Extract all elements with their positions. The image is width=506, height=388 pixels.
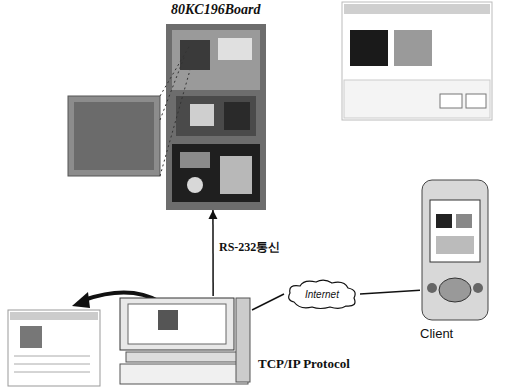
client-screenshot xyxy=(342,2,492,120)
connector-label: RS-232통신 xyxy=(217,239,282,256)
server-screenshot xyxy=(8,310,100,386)
display-photo xyxy=(68,45,190,176)
node-label: 80KC196Board xyxy=(171,2,260,18)
board-node: 80KC196Board xyxy=(165,2,267,210)
node-label: Client xyxy=(420,326,453,341)
node-label: Internet xyxy=(305,289,339,300)
monitor-shape xyxy=(118,296,252,352)
arrowhead xyxy=(208,210,217,219)
connector xyxy=(360,290,420,294)
internet-cloud: Internet xyxy=(284,278,360,310)
pc-node: TCP/IP Protocol xyxy=(118,296,252,352)
board-photo xyxy=(166,24,266,210)
client-device: Client xyxy=(420,178,490,322)
pc-base xyxy=(120,298,250,384)
node-label: TCP/IP Protocol xyxy=(258,356,350,372)
connector xyxy=(252,294,284,310)
display-arrowhead xyxy=(72,292,90,308)
pda-device xyxy=(422,180,488,320)
